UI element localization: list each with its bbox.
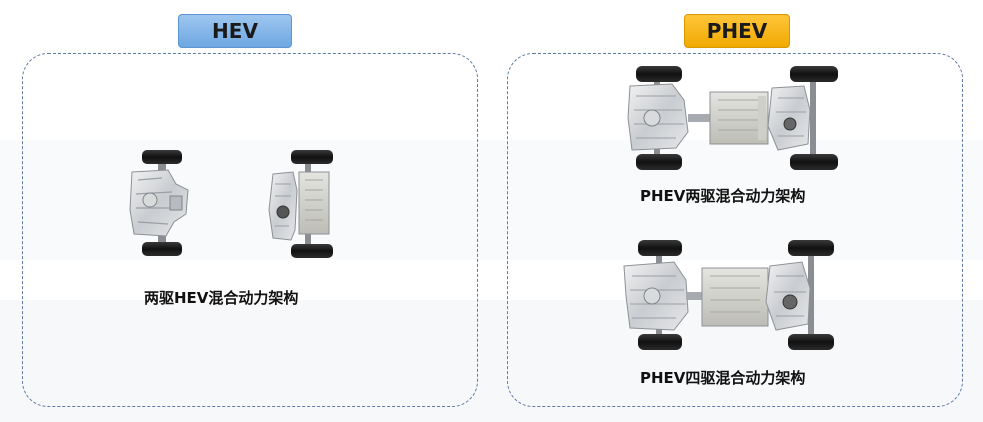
axle-module-icon: [765, 256, 814, 334]
phev-4wd-chassis-diagram: [623, 240, 834, 350]
wheel-icon: [638, 240, 834, 350]
engine-module-icon: [129, 164, 189, 242]
battery-pack-icon: [298, 164, 330, 244]
phev-2wd-caption: PHEV两驱混合动力架构: [640, 187, 806, 205]
background-band: [0, 300, 983, 422]
wheel-icon: [636, 66, 838, 170]
phev-panel: [507, 53, 963, 407]
phev-badge: PHEV: [684, 14, 790, 48]
hev-front-module-diagram: [129, 150, 189, 256]
engine-module-icon: [623, 256, 689, 334]
phev-2wd-chassis-diagram: [627, 66, 838, 170]
axle-module-icon: [268, 171, 298, 241]
wheel-icon: [291, 150, 333, 258]
phev-4wd-caption: PHEV四驱混合动力架构: [640, 369, 806, 387]
hev-rear-module-diagram: [268, 150, 333, 258]
driveshaft: [686, 292, 704, 300]
wheel-icon: [142, 150, 182, 256]
axle-module-icon: [767, 82, 816, 154]
battery-pack-icon: [701, 267, 769, 327]
engine-module-icon: [627, 82, 689, 154]
driveshaft: [688, 114, 712, 122]
hev-panel: [22, 53, 478, 407]
hev-badge: HEV: [178, 14, 292, 48]
hev-caption: 两驱HEV混合动力架构: [144, 289, 299, 307]
battery-pack-icon: [709, 91, 769, 145]
